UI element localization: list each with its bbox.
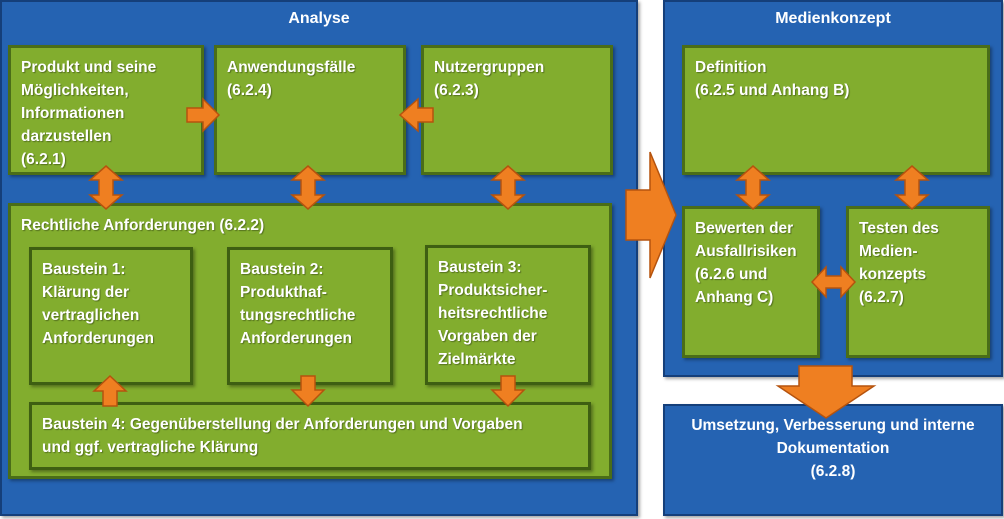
arrow-down-icon (290, 375, 326, 408)
umsetzung-label: Umsetzung, Verbesserung und interne Doku… (691, 417, 975, 480)
produkt-label: Produkt und seine Möglichkeiten, Informa… (21, 59, 157, 168)
double-arrow-vertical-icon (735, 165, 771, 210)
testen-label: Testen des Medien- konzepts (6.2.7) (859, 220, 939, 306)
baustein-2-label: Baustein 2: Produkthaf- tungsrechtliche … (240, 261, 356, 347)
big-arrow-right-icon (625, 151, 677, 279)
arrow-down-icon (490, 375, 526, 408)
medienkonzept-title: Medienkonzept (775, 10, 891, 27)
baustein-4-label: Baustein 4: Gegenüberstellung der Anford… (42, 416, 523, 456)
nutzergruppen-label: Nutzergruppen (6.2.3) (434, 59, 545, 99)
baustein-1-label: Baustein 1: Klärung der vertraglichen An… (42, 261, 154, 347)
double-arrow-vertical-icon (894, 165, 930, 210)
double-arrow-vertical-icon (88, 165, 124, 210)
baustein-3-label: Baustein 3: Produktsicher- heitsrechtlic… (438, 259, 548, 368)
umsetzung-panel: Umsetzung, Verbesserung und interne Doku… (663, 404, 1003, 516)
double-arrow-vertical-icon (290, 165, 326, 210)
big-arrow-down-icon (775, 365, 877, 419)
analyse-title: Analyse (288, 10, 350, 27)
double-arrow-horizontal-icon (810, 265, 857, 299)
bewerten-label: Bewerten der Ausfallrisiken (6.2.6 und A… (695, 220, 797, 306)
rechtliche-anforderungen-label: Rechtliche Anforderungen (6.2.2) (21, 217, 265, 234)
definition-label: Definition (6.2.5 und Anhang B) (695, 59, 850, 99)
anwendungsfaelle-box: Anwendungsfälle (6.2.4) (214, 45, 406, 175)
testen-box: Testen des Medien- konzepts (6.2.7) (846, 206, 990, 358)
arrow-up-icon (92, 374, 128, 407)
arrow-left-icon (398, 97, 434, 133)
arrow-right-icon (186, 97, 221, 133)
produkt-box: Produkt und seine Möglichkeiten, Informa… (8, 45, 204, 175)
baustein-3-box: Baustein 3: Produktsicher- heitsrechtlic… (425, 245, 591, 385)
bewerten-box: Bewerten der Ausfallrisiken (6.2.6 und A… (682, 206, 820, 358)
anwendungsfaelle-label: Anwendungsfälle (6.2.4) (227, 59, 356, 99)
double-arrow-vertical-icon (490, 165, 526, 210)
definition-box: Definition (6.2.5 und Anhang B) (682, 45, 990, 175)
